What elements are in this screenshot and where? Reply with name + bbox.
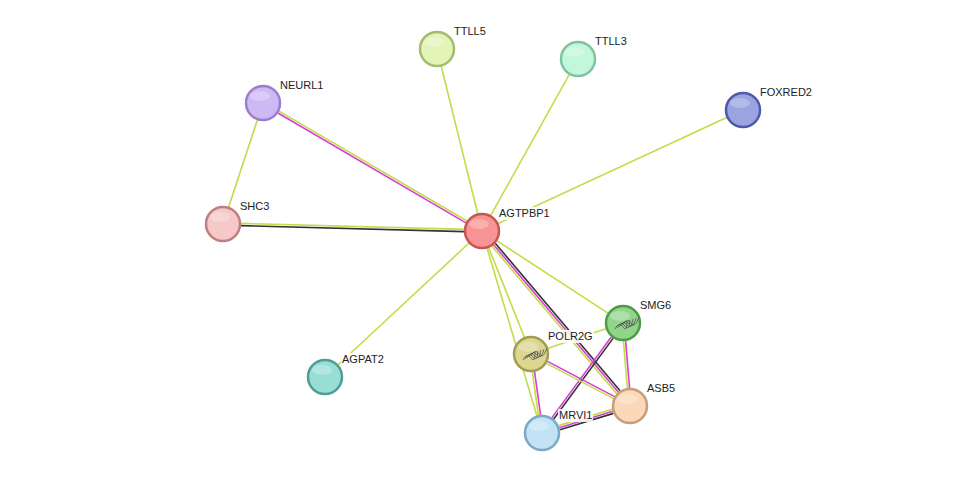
interaction-edge [559, 409, 614, 430]
interaction-edge [278, 111, 467, 223]
protein-node: TTLL5 [419, 31, 455, 67]
evidence-line [547, 361, 614, 396]
interaction-edge [229, 120, 258, 207]
evidence-line [532, 372, 538, 415]
evidence-line [229, 120, 258, 207]
evidence-line [552, 337, 612, 418]
interaction-edge [338, 243, 469, 364]
protein-node: MRVI1 [524, 415, 560, 451]
node-label: TTLL5 [453, 25, 487, 38]
interaction-edge [241, 223, 464, 231]
evidence-line [491, 75, 569, 216]
evidence-line [278, 113, 466, 223]
node-label: AGPAT2 [341, 353, 385, 366]
interaction-edge [487, 248, 537, 415]
node-circle [464, 213, 500, 249]
node-label: MRVI1 [558, 409, 593, 422]
node-circle [612, 388, 648, 424]
protein-node: SMG6 [605, 305, 641, 341]
interaction-edge [498, 118, 726, 224]
interaction-edge [492, 243, 620, 393]
evidence-line [494, 245, 619, 393]
protein-node: SHC3 [205, 206, 241, 242]
protein-node: ASB5 [612, 388, 648, 424]
evidence-line [546, 363, 613, 398]
protein-node: AGTPBP1 [464, 213, 500, 249]
node-circle [307, 359, 343, 395]
node-label: SHC3 [239, 200, 270, 213]
node-label: FOXRED2 [759, 86, 813, 99]
evidence-line [279, 111, 467, 221]
interaction-edge [552, 337, 613, 419]
interaction-edge [441, 66, 477, 213]
node-label: POLR2G [547, 330, 594, 343]
node-label: NEURL1 [279, 79, 324, 92]
protein-node: FOXRED2 [725, 92, 761, 128]
node-circle [245, 85, 281, 121]
node-circle [725, 92, 761, 128]
evidence-line [497, 241, 608, 313]
evidence-line [623, 341, 627, 388]
evidence-line [487, 248, 537, 415]
node-circle [513, 336, 549, 372]
node-circle [560, 41, 596, 77]
interaction-edge [546, 361, 614, 398]
node-circle [524, 415, 560, 451]
interaction-edge [491, 75, 569, 216]
node-circle [205, 206, 241, 242]
node-circle [605, 305, 641, 341]
evidence-line [441, 66, 477, 213]
node-label: SMG6 [639, 299, 672, 312]
evidence-line [338, 243, 469, 364]
interaction-edge [623, 341, 629, 388]
node-circle [419, 31, 455, 67]
evidence-line [498, 118, 726, 224]
node-label: TTLL3 [594, 35, 628, 48]
protein-node: POLR2G [513, 336, 549, 372]
node-label: ASB5 [646, 382, 676, 395]
protein-node: TTLL3 [560, 41, 596, 77]
evidence-line [559, 409, 613, 425]
evidence-line [492, 246, 617, 394]
node-label: AGTPBP1 [498, 207, 551, 220]
evidence-line [554, 338, 614, 419]
protein-node: NEURL1 [245, 85, 281, 121]
interaction-edge [532, 372, 540, 416]
evidence-line [241, 223, 464, 229]
interaction-edge [497, 241, 608, 313]
protein-node: AGPAT2 [307, 359, 343, 395]
